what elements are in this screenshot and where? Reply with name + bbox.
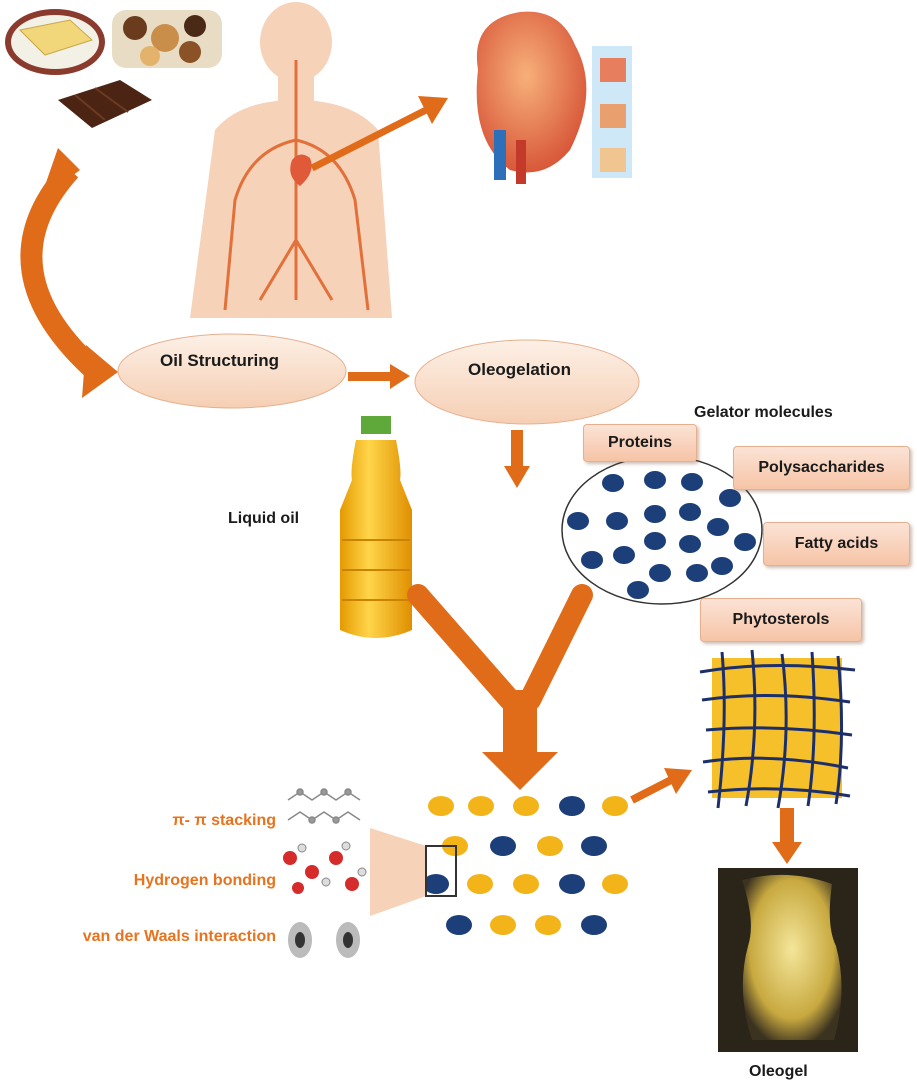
oil-dot	[513, 874, 539, 894]
gelator-dot	[679, 503, 701, 521]
gelator-dot	[606, 512, 628, 530]
liquid-oil-label: Liquid oil	[228, 510, 300, 527]
pi-stacking-label: π- π stacking	[172, 812, 276, 829]
gelator-dot	[581, 836, 607, 856]
oil-dot	[537, 836, 563, 856]
gelator-dot	[559, 796, 585, 816]
oil-structuring-label: Oil Structuring	[160, 351, 279, 370]
gelator-dot	[602, 474, 624, 492]
pastries-image	[112, 10, 222, 68]
pi-stacking-molecule-image	[287, 788, 361, 824]
gelator-box-phytosterols: Phytosterols	[700, 598, 862, 642]
oil-dot	[467, 874, 493, 894]
oleogel-photo	[718, 868, 858, 1052]
oil-dot	[468, 796, 494, 816]
arrow-oleogelation-down	[504, 430, 530, 488]
gelator-box-polysaccharides: Polysaccharides	[733, 446, 910, 490]
gelator-dot	[446, 915, 472, 935]
oil-structuring-ellipse	[117, 333, 347, 409]
curved-arrow	[20, 148, 118, 398]
gelator-dot	[644, 471, 666, 489]
gel-network-image	[699, 649, 856, 809]
gelator-dot	[559, 874, 585, 894]
arrow-body-to-heart	[310, 96, 448, 172]
van-der-waals-molecule-image	[288, 922, 360, 958]
hydrogen-bonding-label: Hydrogen bonding	[133, 872, 276, 889]
gelator-dot	[719, 489, 741, 507]
oil-dot	[602, 874, 628, 894]
gelator-dot	[681, 473, 703, 491]
merge-arrow	[407, 584, 593, 790]
oil-dot	[513, 796, 539, 816]
van-der-waals-label: van der Waals interaction	[82, 928, 276, 945]
gelator-dot	[423, 874, 449, 894]
gelator-dot	[649, 564, 671, 582]
oleogelation-label: Oleogelation	[468, 360, 571, 379]
gelator-dot	[679, 535, 701, 553]
gelator-box-fatty-acids: Fatty acids	[763, 522, 910, 566]
arrow-network-to-oleogel	[772, 808, 802, 864]
gelator-dot	[711, 557, 733, 575]
oil-bottle-image	[340, 416, 412, 638]
gelator-dot	[707, 518, 729, 536]
gelator-dot	[644, 505, 666, 523]
gelator-dot	[734, 533, 756, 551]
gelator-dot	[581, 551, 603, 569]
zoom-trapezoid	[370, 828, 426, 916]
gelator-dot	[581, 915, 607, 935]
oleogelation-ellipse	[414, 339, 640, 425]
hydrogen-bonding-molecule-image	[283, 841, 367, 894]
oil-dot	[490, 915, 516, 935]
chocolate-image	[53, 77, 157, 133]
mixture-dots	[423, 796, 628, 935]
gelator-dots	[567, 471, 756, 599]
oil-dot	[428, 796, 454, 816]
arrow-mixture-to-network	[630, 768, 692, 804]
gelator-box-proteins: Proteins	[583, 424, 697, 462]
gelator-dot	[567, 512, 589, 530]
gelator-dot	[613, 546, 635, 564]
gelator-dot	[627, 581, 649, 599]
oil-dot	[602, 796, 628, 816]
heart-image	[458, 0, 632, 190]
butter-image	[5, 9, 105, 75]
oil-dot	[535, 915, 561, 935]
zoom-box	[425, 845, 457, 897]
gelator-dot	[644, 532, 666, 550]
oleogel-label: Oleogel	[749, 1063, 808, 1080]
gelator-dot	[686, 564, 708, 582]
gelator-molecules-label: Gelator molecules	[694, 404, 833, 421]
arrow-structuring-to-oleogelation	[348, 364, 410, 389]
gelator-dot	[490, 836, 516, 856]
